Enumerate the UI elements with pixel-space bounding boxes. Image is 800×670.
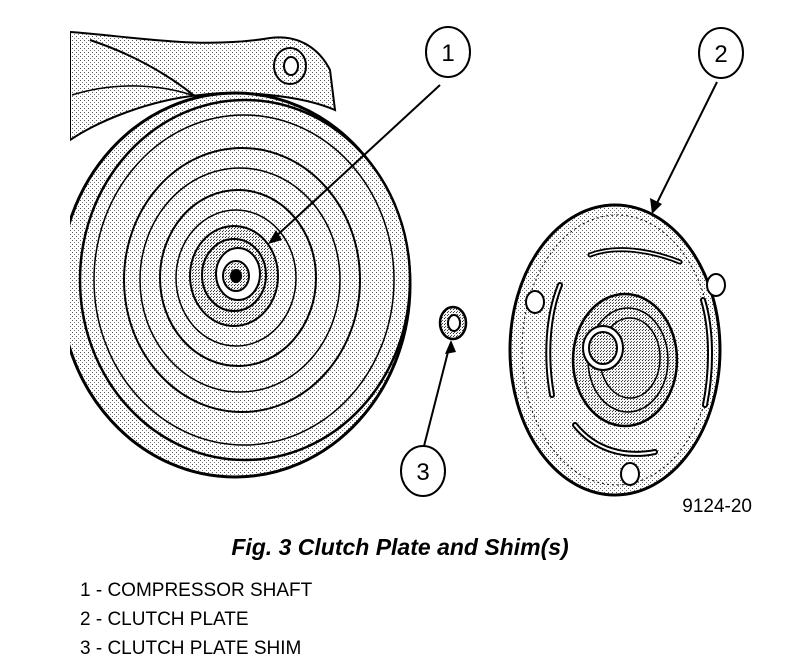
figure-caption: Fig. 3 Clutch Plate and Shim(s) [231, 534, 569, 560]
clutch-plate [508, 203, 726, 497]
leader-line-3 [422, 347, 450, 451]
compressor-assembly [70, 30, 412, 479]
legend: 1 - COMPRESSOR SHAFT 2 - CLUTCH PLATE 3 … [80, 578, 312, 665]
callout-1: 1 [425, 26, 471, 78]
leader-line-1 [271, 84, 441, 241]
clutch-plate-shim [438, 305, 468, 341]
compressor-shaft [215, 247, 261, 301]
callout-1-number: 1 [441, 40, 454, 67]
leader-line-2 [654, 81, 718, 208]
callout-3-number: 3 [416, 459, 429, 486]
mounting-boss [273, 47, 307, 85]
callout-2-number: 2 [714, 41, 727, 68]
clutch-diagram: 1 2 3 9124-20 [70, 26, 752, 517]
figure-id: 9124-20 [682, 496, 752, 517]
leader-lines [268, 81, 718, 451]
legend-item-clutch-plate-shim: 3 - CLUTCH PLATE SHIM [80, 638, 302, 659]
callout-2: 2 [698, 27, 744, 79]
callout-3: 3 [400, 445, 446, 497]
legend-item-compressor-shaft: 1 - COMPRESSOR SHAFT [80, 580, 313, 601]
legend-item-clutch-plate: 2 - CLUTCH PLATE [80, 609, 249, 630]
